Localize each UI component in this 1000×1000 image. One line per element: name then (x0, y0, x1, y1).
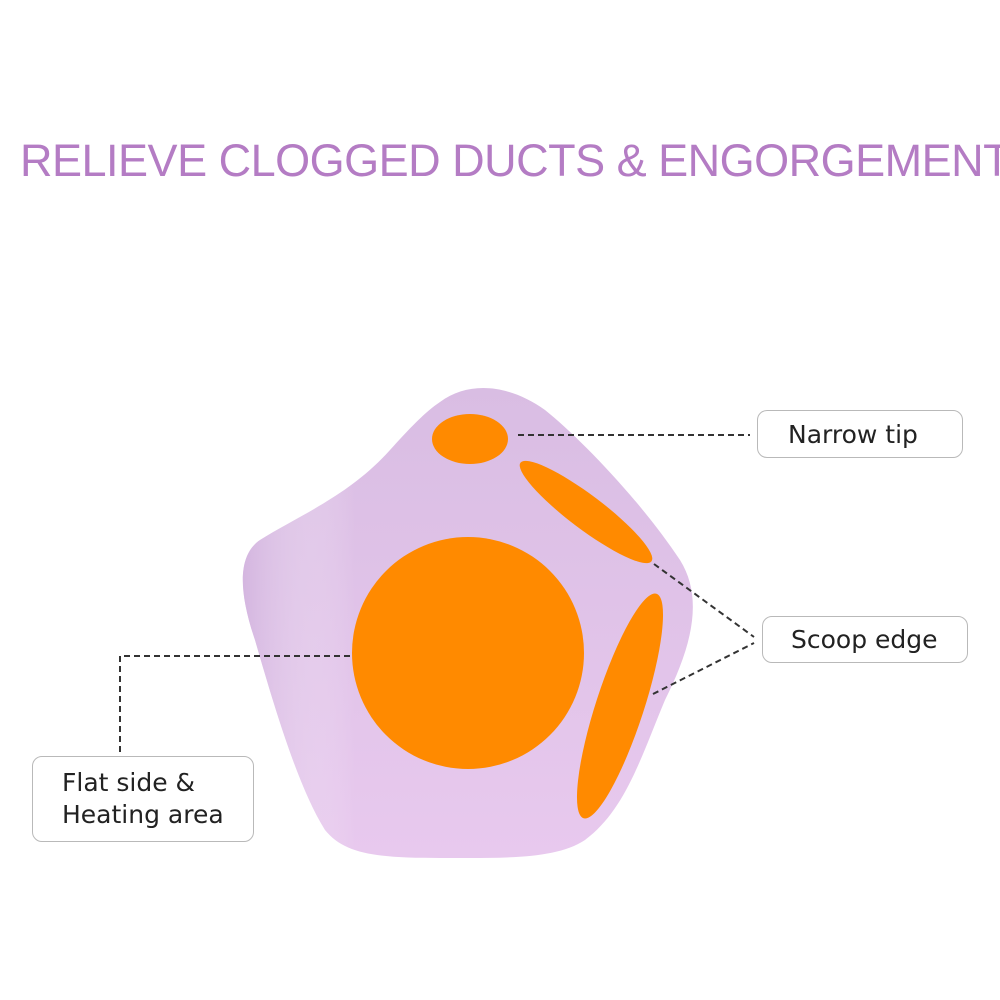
flat-side-leader (119, 655, 350, 752)
narrow-tip-spot (432, 414, 508, 464)
page-title: RELIEVE CLOGGED DUCTS & ENGORGEMENT (20, 135, 1000, 186)
flat-side-callout: Flat side & Heating area (32, 756, 254, 842)
flat-side-label-line1: Flat side & (62, 768, 196, 797)
narrow-tip-callout: Narrow tip (757, 410, 963, 458)
flat-side-label-line2: Heating area (62, 800, 224, 829)
scoop-edge-leader-upper (653, 563, 755, 638)
scoop-edge-leader-lower (652, 642, 755, 695)
scoop-edge-spot-lower (576, 593, 664, 819)
narrow-tip-label: Narrow tip (788, 419, 918, 449)
scoop-edge-spot-upper (519, 460, 653, 564)
scoop-edge-callout: Scoop edge (762, 616, 968, 663)
scoop-edge-label: Scoop edge (791, 625, 938, 654)
flat-side-spot (352, 537, 584, 769)
